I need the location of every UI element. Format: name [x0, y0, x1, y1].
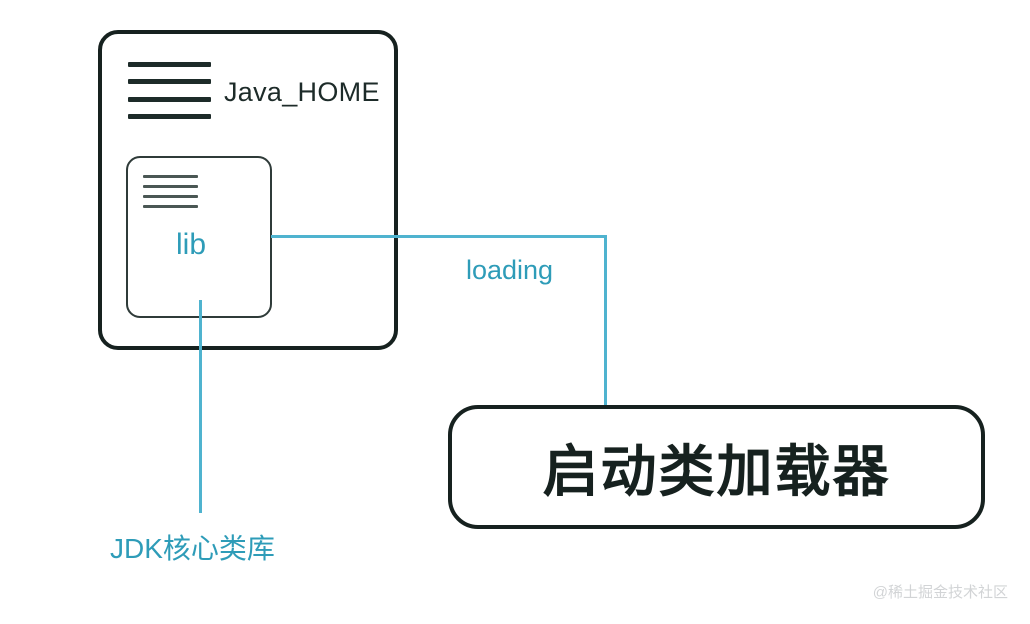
list-line [128, 96, 211, 102]
list-line [143, 175, 198, 178]
bootstrap-classloader-box: 启动类加载器 [448, 405, 985, 529]
list-line [128, 62, 211, 67]
lib-label: lib [176, 228, 207, 261]
jdk-core-library-label: JDK核心类库 [110, 533, 275, 564]
list-line [143, 195, 198, 198]
java-home-label: Java_HOME [224, 77, 380, 107]
loading-connector-horizontal [271, 235, 607, 238]
loading-connector-vertical [604, 235, 607, 407]
list-line [143, 205, 198, 208]
list-line [128, 79, 211, 85]
loading-label: loading [466, 255, 554, 285]
lib-list-lines-icon [143, 175, 198, 208]
watermark: @稀土掘金技术社区 [872, 584, 1008, 601]
list-line [143, 185, 198, 188]
lib-box [126, 156, 272, 318]
jdk-core-connector-vertical [199, 300, 202, 513]
bootstrap-classloader-label: 启动类加载器 [542, 439, 891, 503]
list-line [128, 113, 211, 119]
java-home-list-lines-icon [128, 62, 211, 119]
